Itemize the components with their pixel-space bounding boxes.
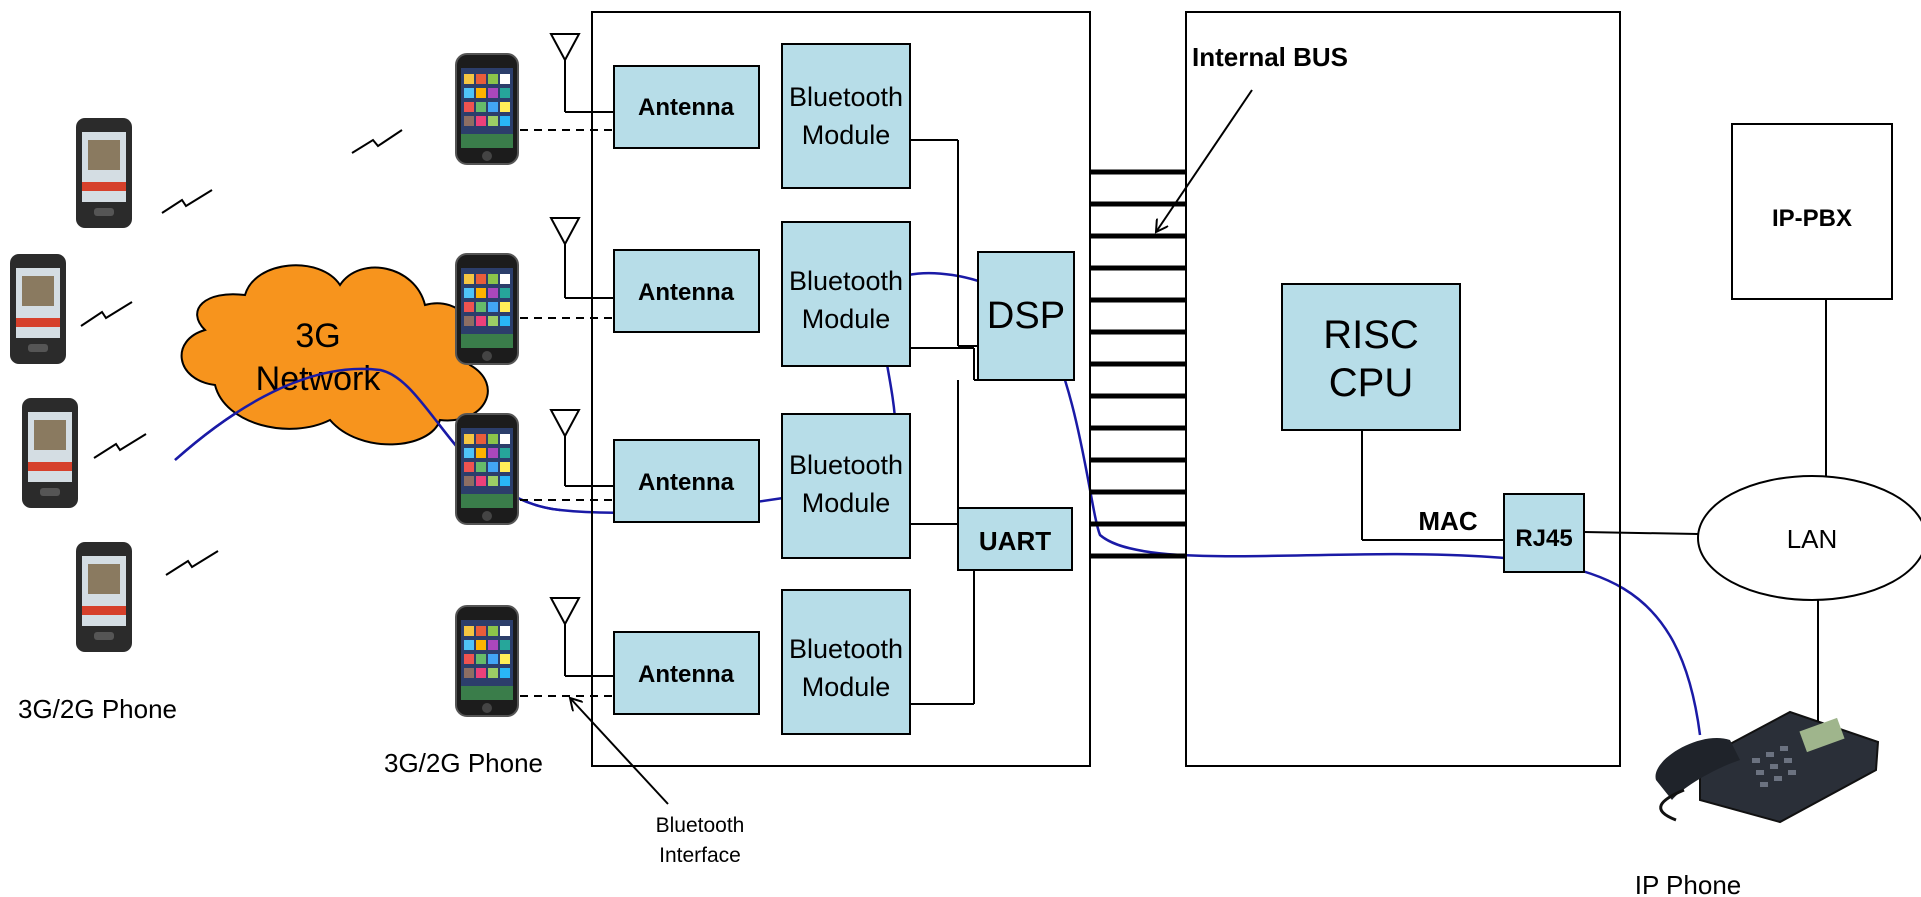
internal-bus — [1090, 169, 1186, 559]
bt-module-label-2: Module — [802, 672, 891, 702]
internal-bus-arrow — [1156, 89, 1253, 232]
feature-phone-4 — [76, 542, 132, 652]
uart-block: UART — [957, 507, 1073, 571]
feature-phone-2 — [10, 254, 66, 364]
ip-pbx-label: IP-PBX — [1772, 205, 1852, 232]
antenna-icon-1 — [550, 33, 580, 61]
lan-ellipse: LAN — [1697, 475, 1921, 601]
bt-interface-label-2: Interface — [659, 844, 741, 867]
bt-module-label-2: Module — [802, 120, 891, 150]
antenna-label: Antenna — [638, 661, 735, 688]
cloud-label-line2: Network — [256, 360, 382, 398]
module-wiring — [910, 139, 978, 705]
bluetooth-links — [520, 129, 614, 697]
cloud-label-line1: 3G — [295, 317, 340, 355]
uart-label: UART — [979, 526, 1051, 556]
bt-interface-label-1: Bluetooth — [656, 814, 745, 837]
feature-phone-1 — [76, 118, 132, 228]
bt-module-label-2: Module — [802, 304, 891, 334]
lan-label: LAN — [1787, 524, 1838, 554]
cpu-label: CPU — [1329, 361, 1413, 405]
bt-module-label-2: Module — [802, 488, 891, 518]
antenna-box-2: Antenna — [613, 249, 760, 333]
feature-phone-3 — [22, 398, 78, 508]
ip-phone-label: IP Phone — [1635, 870, 1742, 897]
dsp-block: DSP — [977, 251, 1075, 381]
antenna-label: Antenna — [638, 279, 735, 306]
ip-pbx-box: IP-PBX — [1731, 123, 1893, 300]
antenna-label: Antenna — [638, 94, 735, 121]
risc-cpu-block: RISC CPU — [1281, 283, 1461, 431]
bluetooth-interface-arrow — [570, 698, 669, 805]
bluetooth-module-4: Bluetooth Module — [781, 589, 911, 735]
antenna-box-1: Antenna — [613, 65, 760, 149]
mac-label: MAC — [1418, 506, 1477, 536]
ip-phone-icon — [1655, 710, 1880, 824]
antenna-feeds — [564, 60, 614, 677]
smartphone-4 — [455, 605, 519, 717]
antenna-icon-2 — [550, 217, 580, 245]
rj45-label: RJ45 — [1515, 525, 1572, 552]
antenna-box-4: Antenna — [613, 631, 760, 715]
bt-module-label-1: Bluetooth — [789, 82, 903, 112]
cpu-board-frame — [1185, 11, 1621, 767]
bt-module-label-1: Bluetooth — [789, 266, 903, 296]
antenna-box-3: Antenna — [613, 439, 760, 523]
antenna-icon-3 — [550, 409, 580, 437]
rj45-block: RJ45 — [1503, 493, 1585, 573]
bluetooth-module-2: Bluetooth Module — [781, 221, 911, 367]
risc-label: RISC — [1323, 313, 1419, 357]
antenna-label: Antenna — [638, 469, 735, 496]
smartphone-2 — [455, 253, 519, 365]
internal-bus-label: Internal BUS — [1192, 42, 1348, 72]
antenna-icon-4 — [550, 597, 580, 625]
phone-mid-label: 3G/2G Phone — [384, 748, 543, 778]
gateway-frame — [591, 11, 1091, 767]
smartphone-1 — [455, 53, 519, 165]
smartphone-3 — [455, 413, 519, 525]
cpu-rj45-wiring — [1361, 430, 1699, 541]
dsp-label: DSP — [987, 295, 1065, 337]
bt-module-label-1: Bluetooth — [789, 450, 903, 480]
bluetooth-module-3: Bluetooth Module — [781, 413, 911, 559]
bluetooth-module-1: Bluetooth Module — [781, 43, 911, 189]
wireless-signals — [80, 129, 403, 576]
phone-left-label: 3G/2G Phone — [18, 694, 177, 724]
bt-module-label-1: Bluetooth — [789, 634, 903, 664]
